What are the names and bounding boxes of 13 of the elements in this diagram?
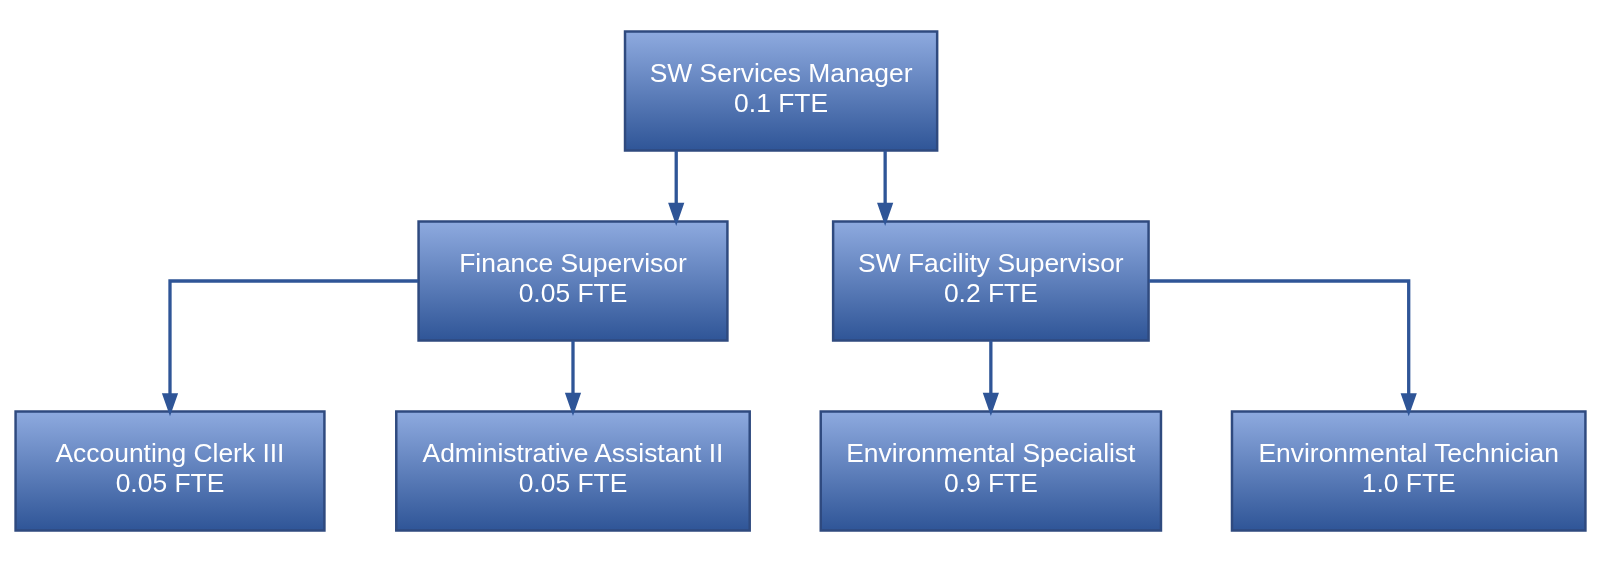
arrow <box>161 278 419 416</box>
arrow <box>982 340 999 416</box>
node-box: Administrative Assistant II 0.05 FTE <box>395 409 751 532</box>
node-box: SW Services Manager 0.1 FTE <box>623 29 939 152</box>
node-box: Environmental Technician 1.0 FTE <box>1230 409 1587 532</box>
arrow <box>564 340 582 416</box>
node-box: Environmental Specialist 0.9 FTE <box>819 409 1163 532</box>
arrow <box>1148 278 1417 416</box>
arrow <box>668 150 685 226</box>
node-box: Finance Supervisor 0.05 FTE <box>417 219 729 342</box>
node-box: Accounting Clerk III 0.05 FTE <box>14 409 326 532</box>
arrow <box>877 150 894 226</box>
node-box: SW Facility Supervisor 0.2 FTE <box>831 219 1150 342</box>
